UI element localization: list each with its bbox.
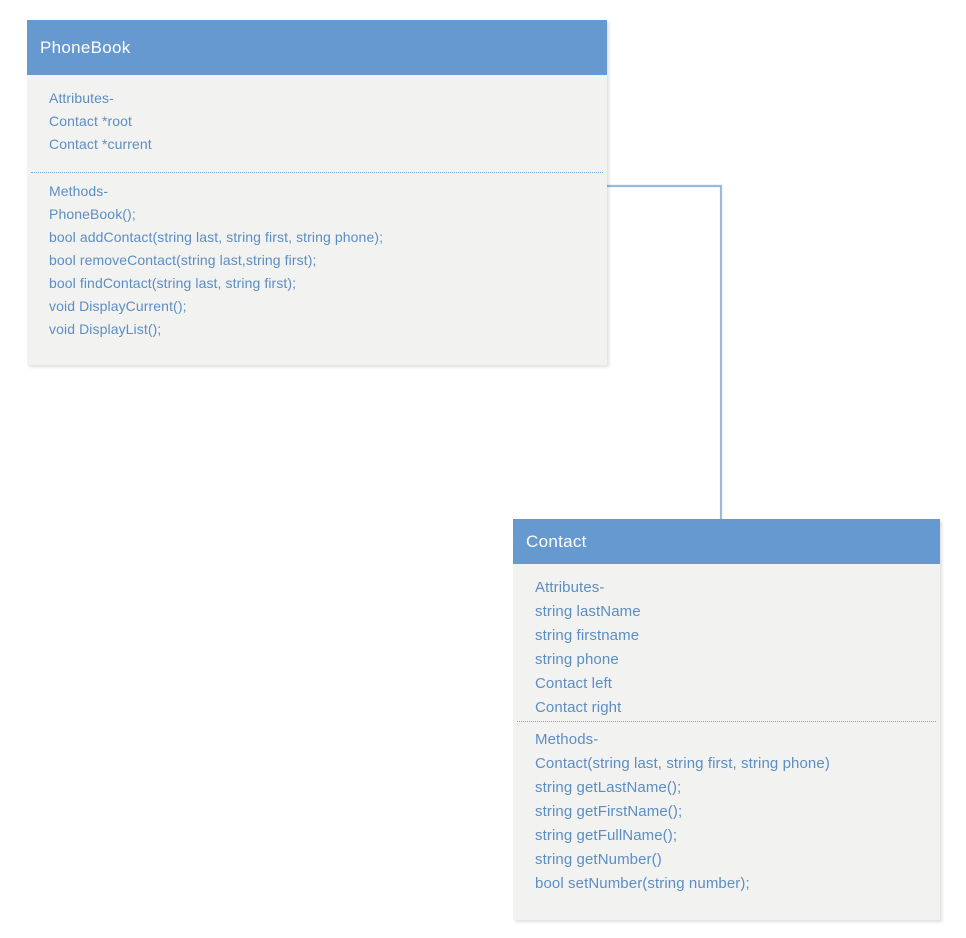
attribute-item: Contact left: [535, 675, 613, 692]
method-item: bool findContact(string last, string fir…: [49, 275, 297, 291]
method-item: void DisplayCurrent();: [49, 298, 187, 314]
attribute-item: Contact *root: [49, 113, 133, 129]
class-box-contact[interactable]: Contact Attributes- string lastName stri…: [513, 519, 940, 920]
methods-label: Methods-: [49, 183, 109, 199]
class-title-phonebook: PhoneBook: [27, 20, 607, 75]
attribute-item: string firstname: [535, 627, 640, 644]
method-item: bool removeContact(string last,string fi…: [49, 252, 317, 268]
method-item: Contact(string last, string first, strin…: [535, 755, 830, 772]
methods-label: Methods-: [535, 731, 599, 748]
attribute-item: string phone: [535, 651, 619, 668]
method-item: string getLastName();: [535, 779, 682, 796]
methods-compartment-phonebook: Methods- PhoneBook(); bool addContact(st…: [27, 173, 607, 341]
class-box-phonebook[interactable]: PhoneBook Attributes- Contact *root Cont…: [27, 20, 607, 365]
class-title-contact: Contact: [513, 519, 940, 564]
attributes-compartment-contact: Attributes- string lastName string first…: [513, 564, 940, 721]
method-item: string getFullName();: [535, 827, 678, 844]
attributes-compartment-phonebook: Attributes- Contact *root Contact *curre…: [27, 75, 607, 172]
attribute-item: Contact *current: [49, 136, 152, 152]
methods-compartment-contact: Methods- Contact(string last, string fir…: [513, 722, 940, 896]
compartment-divider: [31, 172, 603, 173]
attributes-label: Attributes-: [49, 90, 114, 106]
attribute-item: string lastName: [535, 603, 641, 620]
method-item: void DisplayList();: [49, 321, 162, 337]
method-item: PhoneBook();: [49, 206, 136, 222]
attribute-item: Contact right: [535, 699, 622, 716]
attributes-label: Attributes-: [535, 579, 605, 596]
method-item: string getFirstName();: [535, 803, 683, 820]
method-item: bool setNumber(string number);: [535, 875, 750, 892]
method-item: string getNumber(): [535, 851, 662, 868]
method-item: bool addContact(string last, string firs…: [49, 229, 384, 245]
compartment-divider: [517, 721, 936, 722]
